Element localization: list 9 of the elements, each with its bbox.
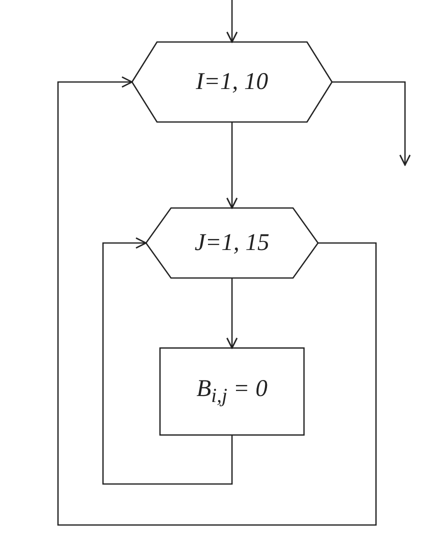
arrow [332, 81, 411, 166]
node-text: I=1, 10 [196, 68, 268, 96]
node-text: J=1, 15 [194, 230, 270, 256]
arrow [102, 237, 233, 485]
arrow [226, 0, 238, 43]
arrow [226, 122, 238, 209]
arrow [226, 278, 238, 349]
node-text: B$_{i,j}$ = 0 [196, 376, 268, 408]
arrow [57, 76, 377, 526]
